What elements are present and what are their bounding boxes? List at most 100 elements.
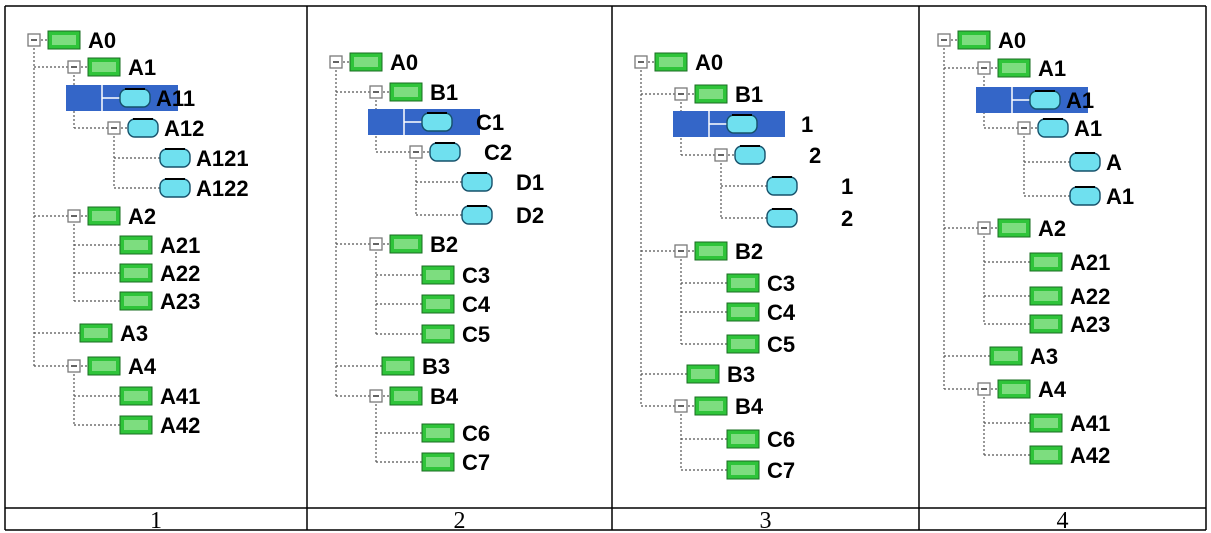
tree-node-label: C5 <box>767 332 795 357</box>
tree-node[interactable]: D1 <box>461 170 544 195</box>
tree-node[interactable]: A122 <box>159 176 249 201</box>
tree-node[interactable]: C4 <box>421 292 491 317</box>
tree-node[interactable]: A1 <box>1069 184 1134 209</box>
tree-node[interactable]: C6 <box>421 421 490 446</box>
panel-caption: 1 <box>150 508 162 533</box>
tree-node[interactable]: A23 <box>1029 312 1110 337</box>
tree-node[interactable]: A3 <box>989 344 1058 369</box>
folder-icon-inner <box>124 268 148 278</box>
tree-node[interactable]: A1 <box>67 55 156 80</box>
tree-node-label: A122 <box>196 176 249 201</box>
tree-node[interactable]: A0 <box>634 50 723 75</box>
folder-icon-inner <box>92 211 116 221</box>
tree-node-label: C3 <box>462 263 490 288</box>
tree-node-label: A22 <box>1070 284 1110 309</box>
tree-node[interactable]: B4 <box>369 384 459 409</box>
tree-node-label: A0 <box>998 28 1026 53</box>
tree-connectors <box>33 48 160 426</box>
tree-node-label: A0 <box>695 50 723 75</box>
tree-node-label: A23 <box>1070 312 1110 337</box>
tree-node[interactable]: A0 <box>329 50 418 75</box>
tree-node[interactable]: B3 <box>686 362 755 387</box>
tree-node[interactable]: A4 <box>67 354 157 379</box>
folder-icon-inner <box>92 62 116 72</box>
tree-node[interactable]: C7 <box>726 458 795 483</box>
tree-node[interactable]: A42 <box>119 413 200 438</box>
tree-node[interactable]: B1 <box>674 82 763 107</box>
tree-node-label: B3 <box>422 354 450 379</box>
cyan-node-icon <box>119 88 151 108</box>
tree-node[interactable]: A21 <box>119 233 200 258</box>
panel-caption: 2 <box>454 508 466 533</box>
tree-node[interactable]: A41 <box>1029 411 1110 436</box>
folder-icon-inner <box>731 307 755 317</box>
tree-node[interactable]: A121 <box>159 146 249 171</box>
tree-node[interactable]: C7 <box>421 450 490 475</box>
tree-node[interactable]: B2 <box>369 232 458 257</box>
tree-node[interactable]: 1 <box>766 174 853 199</box>
cyan-node-icon <box>429 142 461 162</box>
tree-node-label: 2 <box>809 143 821 168</box>
tree-node-label: A41 <box>160 384 200 409</box>
tree-node[interactable]: A22 <box>119 261 200 286</box>
tree-node-label: C7 <box>767 458 795 483</box>
tree-node[interactable]: A3 <box>79 321 148 346</box>
tree-node[interactable]: 2 <box>766 206 853 231</box>
tree-node[interactable]: A22 <box>1029 284 1110 309</box>
tree-node[interactable]: A0 <box>937 28 1026 53</box>
tree-node[interactable]: C4 <box>726 300 796 325</box>
tree-node[interactable]: A0 <box>27 28 116 53</box>
tree-node[interactable]: A1 <box>1017 116 1102 141</box>
tree-node[interactable]: 1 <box>673 111 813 137</box>
tree-node[interactable]: C6 <box>726 427 795 452</box>
tree-node[interactable]: A41 <box>119 384 200 409</box>
tree-node[interactable]: A1 <box>977 56 1066 81</box>
tree-node-label: A1 <box>1066 88 1094 113</box>
tree-node[interactable]: C5 <box>421 322 490 347</box>
tree-node[interactable]: A2 <box>67 204 156 229</box>
tree-node-label: C5 <box>462 322 490 347</box>
tree-node[interactable]: A2 <box>977 216 1066 241</box>
tree-node[interactable]: B2 <box>674 239 763 264</box>
tree-node[interactable]: A <box>1069 150 1122 175</box>
tree-node-label: A1 <box>1038 56 1066 81</box>
cyan-node-icon <box>734 145 766 165</box>
tree-node-label: B4 <box>430 384 459 409</box>
tree-node-label: D1 <box>516 170 544 195</box>
tree-connectors <box>640 70 767 471</box>
folder-icon-inner <box>699 89 723 99</box>
tree-node[interactable]: B1 <box>369 80 458 105</box>
tree-node[interactable]: C2 <box>409 140 512 165</box>
folder-icon-inner <box>386 361 410 371</box>
tree-node-label: C4 <box>462 292 491 317</box>
tree-node[interactable]: A23 <box>119 289 200 314</box>
folder-icon-inner <box>426 299 450 309</box>
tree-node[interactable]: B4 <box>674 394 764 419</box>
tree-node[interactable]: C3 <box>726 271 795 296</box>
tree-node[interactable]: 2 <box>714 143 821 168</box>
tree-node[interactable]: D2 <box>461 203 544 228</box>
tree-node[interactable]: A11 <box>66 85 195 111</box>
tree-node-label: B4 <box>735 394 764 419</box>
folder-icon-inner <box>426 270 450 280</box>
tree-node[interactable]: A1 <box>976 87 1094 113</box>
tree-node-label: C7 <box>462 450 490 475</box>
tree-node[interactable]: A4 <box>977 377 1067 402</box>
tree-node[interactable]: C3 <box>421 263 490 288</box>
tree-node[interactable]: B3 <box>381 354 450 379</box>
tree-node-label: A3 <box>1030 344 1058 369</box>
tree-node[interactable]: A42 <box>1029 443 1110 468</box>
tree-node-label: A4 <box>128 354 157 379</box>
cyan-node-icon <box>421 112 453 132</box>
tree-node-label: A12 <box>164 116 204 141</box>
tree-node-label: A23 <box>160 289 200 314</box>
tree-node[interactable]: A12 <box>107 116 204 141</box>
tree-node[interactable]: A21 <box>1029 250 1110 275</box>
table-frame <box>4 5 1207 531</box>
tree-node[interactable]: C1 <box>368 109 504 135</box>
tree-node[interactable]: C5 <box>726 332 795 357</box>
cyan-node-icon <box>1069 152 1101 172</box>
